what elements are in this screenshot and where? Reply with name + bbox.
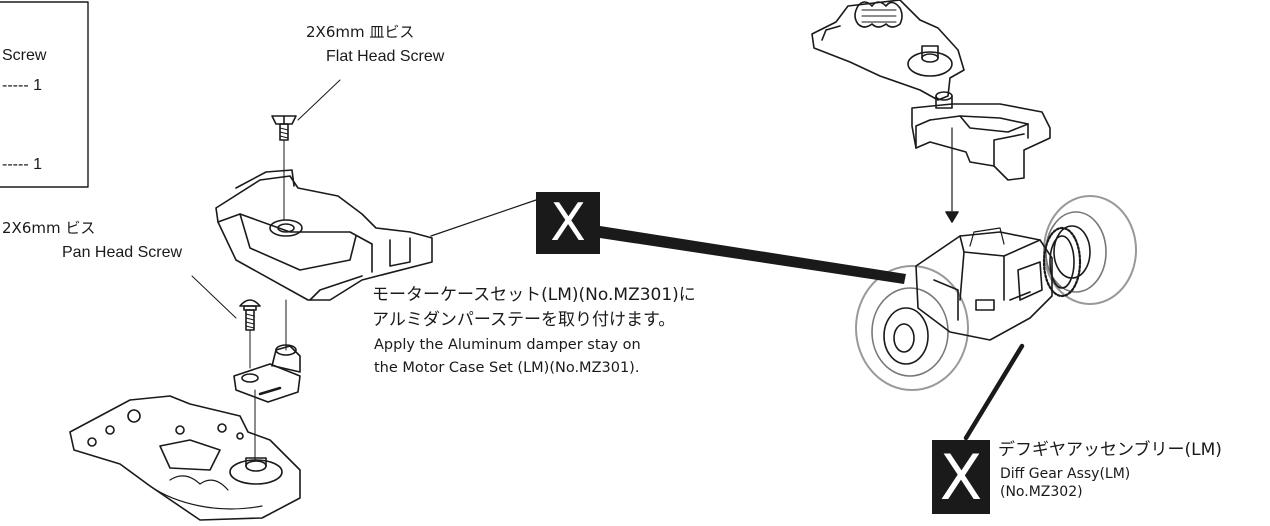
pan-head-screw <box>239 299 261 331</box>
mark-x-motor-case: X <box>536 192 600 254</box>
parts-list-box <box>0 1 89 188</box>
diff-gear-label-en1: Diff Gear Assy(LM) <box>1000 466 1131 482</box>
flat-screw-label-en: Flat Head Screw <box>326 48 445 65</box>
pan-screw-label-en: Pan Head Screw <box>62 244 183 261</box>
motor-case-note-en1: Apply the Aluminum damper stay on <box>374 337 641 353</box>
parts-box-line2: ----- 1 <box>2 77 42 94</box>
damper-assembly-top <box>811 0 965 109</box>
flat-screw-label-jp: 2X6mm 皿ビス <box>306 23 415 41</box>
diff-gear-label-jp: デフギヤアッセンブリー(LM) <box>998 440 1222 460</box>
damper-stay-bracket <box>911 103 1051 181</box>
mark-x-diff-gear: X <box>932 440 990 514</box>
diff-gear-assembly <box>855 195 1137 391</box>
pan-screw-label-jp: 2X6mm ビス <box>2 219 96 237</box>
pan-screw-leader <box>191 275 237 319</box>
lower-bracket <box>69 395 301 521</box>
diff-gear-label-en2: (No.MZ302) <box>1000 484 1083 500</box>
motor-case-note-en2: the Motor Case Set (LM)(No.MZ301). <box>374 360 640 376</box>
flat-screw-leader <box>297 79 341 121</box>
parts-box-line3: ----- 1 <box>2 156 42 173</box>
flat-head-screw <box>271 115 297 141</box>
down-arrow <box>945 211 959 223</box>
parts-box-line1: Screw <box>2 47 47 64</box>
motor-case-note-jp1: モーターケースセット(LM)(No.MZ301)に <box>372 285 696 305</box>
aluminum-damper-stay <box>233 344 301 403</box>
motor-case <box>215 169 537 301</box>
motor-case-note-jp2: アルミダンパーステーを取り付けます。 <box>372 310 676 330</box>
